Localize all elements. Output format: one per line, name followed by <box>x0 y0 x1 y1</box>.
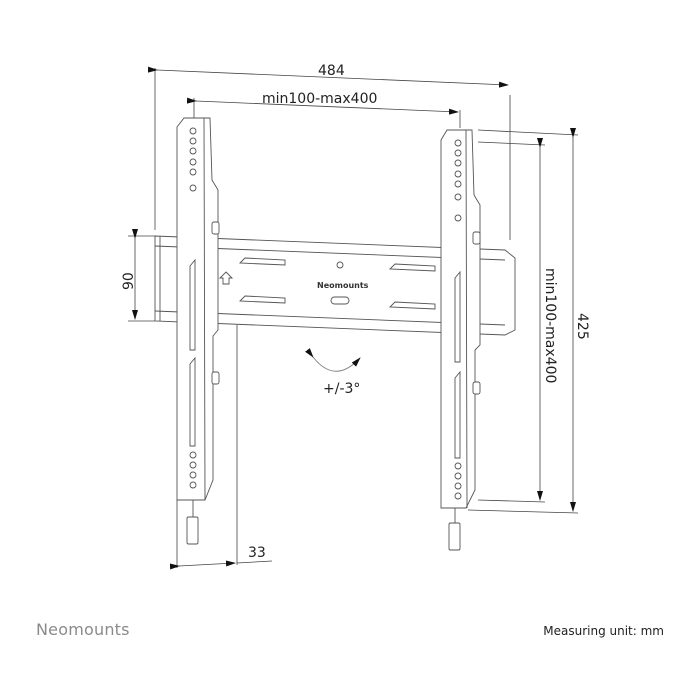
right-bracket <box>440 129 481 551</box>
dim-overall-height <box>467 128 579 514</box>
tilt-arrow-icon <box>305 348 361 372</box>
dim-rail-height-label: 90 <box>121 272 137 290</box>
tilt-label: +/-3° <box>323 381 360 397</box>
left-bracket <box>176 117 220 545</box>
plate-brand-label: Neomounts <box>317 281 369 290</box>
dim-vesa-vertical <box>477 138 546 503</box>
dim-overall-width-label: 484 <box>318 63 345 79</box>
dim-rail-height <box>128 229 155 322</box>
dim-vesa-vertical-label: min100-max400 <box>542 268 558 383</box>
measuring-unit-label: Measuring unit: mm <box>543 624 664 638</box>
dim-depth <box>169 325 273 570</box>
dim-overall-height-label: 425 <box>574 313 590 340</box>
dim-vesa-horizontal <box>186 97 461 128</box>
dim-depth-label: 33 <box>248 545 266 561</box>
dim-vesa-horizontal-label: min100-max400 <box>262 91 377 107</box>
footer-brand-logo: Neomounts <box>36 620 130 639</box>
dim-overall-width <box>147 66 511 240</box>
